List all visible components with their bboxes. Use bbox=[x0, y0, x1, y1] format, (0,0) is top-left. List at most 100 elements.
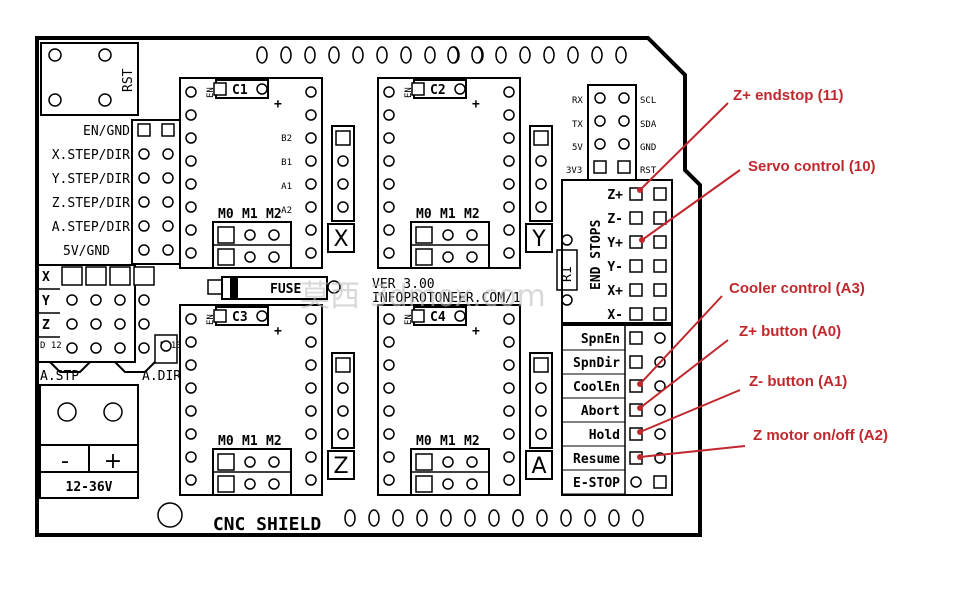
pin-hole bbox=[337, 405, 349, 417]
d12-label: D 12 bbox=[40, 341, 62, 351]
annotations: Z+ endstop (11) Servo control (10) Coole… bbox=[637, 87, 888, 460]
pin-hole bbox=[90, 318, 102, 330]
pin-hole bbox=[305, 86, 317, 98]
pin-hole bbox=[90, 294, 102, 306]
pin-hole bbox=[185, 86, 197, 98]
pin-square bbox=[411, 309, 425, 323]
pin-hole bbox=[383, 336, 395, 348]
microstep-label-m0: M0 bbox=[218, 207, 234, 222]
pin-hole bbox=[138, 220, 150, 232]
pin-hole bbox=[114, 318, 126, 330]
microstep-label-m0: M0 bbox=[416, 434, 432, 449]
pin-hole bbox=[138, 294, 150, 306]
pin-hole bbox=[185, 451, 197, 463]
pin-hole bbox=[594, 115, 606, 127]
left-header-label-5: 5V/GND bbox=[63, 244, 110, 259]
header-hole bbox=[464, 509, 476, 527]
pin-hole bbox=[503, 382, 515, 394]
pin-hole bbox=[337, 201, 349, 213]
header-hole bbox=[304, 46, 316, 64]
microstep-label-m1: M1 bbox=[440, 434, 456, 449]
pin-hole bbox=[138, 342, 150, 354]
arrow-3 bbox=[639, 339, 729, 409]
pin-hole bbox=[305, 247, 317, 259]
header-hole bbox=[280, 46, 292, 64]
header-hole bbox=[368, 509, 380, 527]
axis-row-x: X bbox=[42, 270, 50, 285]
endstop-label-5: X- bbox=[607, 308, 623, 323]
pin-square bbox=[629, 355, 643, 369]
pin-hole bbox=[185, 224, 197, 236]
pin-hole bbox=[185, 382, 197, 394]
rst-label: RST bbox=[121, 68, 136, 92]
motor-connector bbox=[331, 352, 355, 449]
endstop-label-4: X+ bbox=[607, 284, 623, 299]
pin-hole bbox=[114, 294, 126, 306]
power-minus: - bbox=[61, 449, 69, 474]
endstop-label-3: Y- bbox=[607, 260, 623, 275]
control-label-0: SpnEn bbox=[581, 332, 620, 347]
control-label-3: Abort bbox=[581, 404, 620, 419]
driver-pin-label: B2 bbox=[281, 134, 292, 144]
pin-hole bbox=[305, 178, 317, 190]
annotation-3: Z+ button (A0) bbox=[739, 323, 841, 340]
control-label-1: SpnDir bbox=[573, 356, 620, 371]
pin-hole bbox=[305, 359, 317, 371]
arrow-4 bbox=[639, 389, 741, 433]
pin-square bbox=[629, 259, 643, 273]
left-header-label-4: A.STEP/DIR bbox=[52, 220, 130, 235]
pin-square bbox=[593, 160, 607, 174]
pin-hole bbox=[654, 332, 666, 344]
pin-hole bbox=[383, 313, 395, 325]
power-plus: + bbox=[104, 449, 122, 474]
pin-hole bbox=[90, 342, 102, 354]
arrow-5 bbox=[639, 445, 746, 458]
header-hole bbox=[584, 509, 596, 527]
pin-square bbox=[617, 160, 631, 174]
control-label-5: Resume bbox=[573, 452, 620, 467]
driver-en-label: EN bbox=[404, 314, 414, 325]
microstep-label-m2: M2 bbox=[266, 207, 282, 222]
pin-hole bbox=[244, 251, 256, 263]
header-hole bbox=[495, 46, 507, 64]
header-hole bbox=[536, 509, 548, 527]
motor-connector bbox=[529, 352, 553, 449]
bottom-header-holes bbox=[344, 509, 644, 527]
power-range: 12-36V bbox=[66, 480, 113, 495]
left-header-label-3: Z.STEP/DIR bbox=[52, 196, 130, 211]
pin-hole bbox=[305, 405, 317, 417]
pin-hole bbox=[383, 132, 395, 144]
pin-hole bbox=[138, 172, 150, 184]
control-label-6: E-STOP bbox=[573, 476, 620, 491]
pin-hole bbox=[383, 359, 395, 371]
pin-hole bbox=[160, 340, 172, 352]
power-terminal: - + 12-36V bbox=[39, 384, 139, 499]
pin-hole bbox=[654, 380, 666, 392]
endstop-label-1: Z- bbox=[607, 212, 623, 227]
pin-hole bbox=[594, 138, 606, 150]
annotation-4: Z- button (A1) bbox=[749, 373, 847, 390]
pin-hole bbox=[305, 382, 317, 394]
pin-hole bbox=[185, 359, 197, 371]
pin-hole bbox=[654, 428, 666, 440]
pin-hole bbox=[442, 478, 454, 490]
pin-hole bbox=[162, 148, 174, 160]
pin-hole bbox=[66, 318, 78, 330]
pin-hole bbox=[442, 229, 454, 241]
arrow-2 bbox=[639, 295, 723, 385]
board-title: CNC SHIELD bbox=[213, 514, 322, 535]
axis-row-z: Z bbox=[42, 318, 50, 333]
pin-square bbox=[629, 307, 643, 321]
header-hole bbox=[519, 46, 531, 64]
pin-hole bbox=[630, 476, 642, 488]
pin-hole bbox=[466, 251, 478, 263]
header-hole bbox=[392, 509, 404, 527]
microstep-label-m1: M1 bbox=[440, 207, 456, 222]
axis-label-box bbox=[327, 450, 355, 480]
left-header-label-1: X.STEP/DIR bbox=[52, 148, 130, 163]
microstep-pin bbox=[415, 226, 433, 244]
capacitor-label: C3 bbox=[232, 310, 248, 325]
